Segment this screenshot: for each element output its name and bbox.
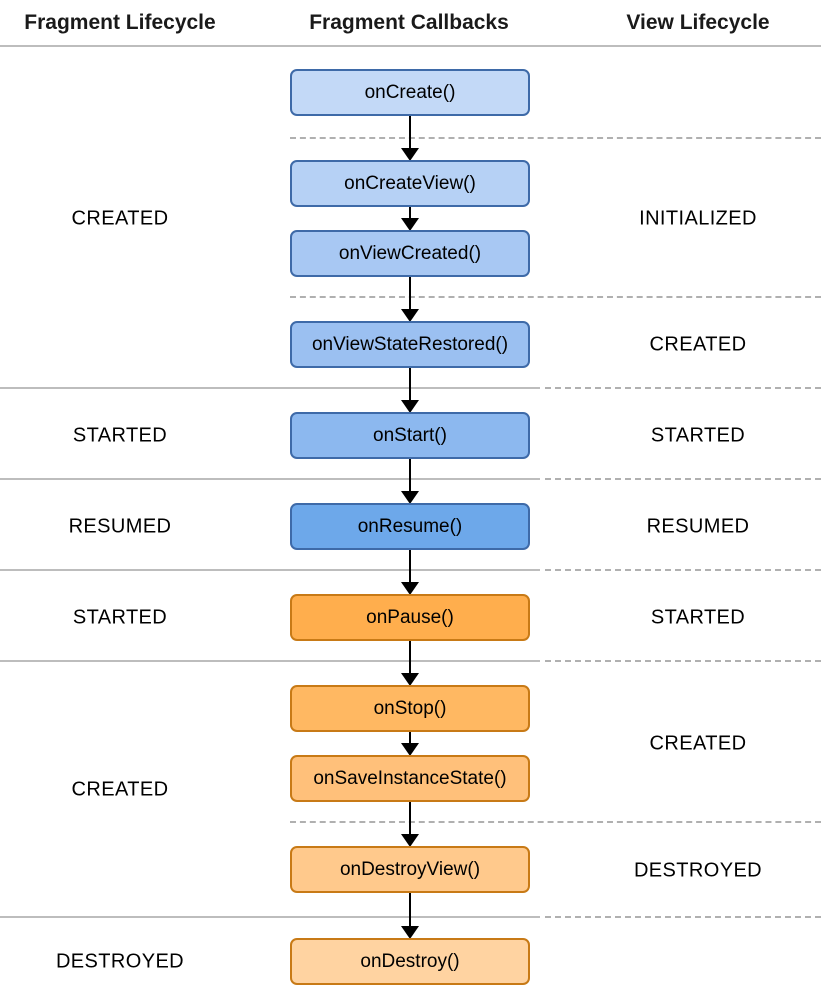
separator-solid — [0, 916, 540, 918]
flow-arrow-head — [401, 926, 419, 939]
separator-dashed — [290, 821, 821, 823]
separator-dashed — [545, 569, 821, 571]
callback-box[interactable]: onPause() — [290, 594, 530, 641]
flow-arrow-head — [401, 582, 419, 595]
view-state-label: STARTED — [650, 606, 746, 629]
fragment-state-label: STARTED — [72, 424, 168, 447]
view-state-label: DESTROYED — [633, 859, 763, 882]
callback-box[interactable]: onViewStateRestored() — [290, 321, 530, 368]
view-state-label: INITIALIZED — [639, 207, 757, 230]
column-header-fragment-lifecycle: Fragment Lifecycle — [24, 11, 216, 34]
callback-box[interactable]: onStop() — [290, 685, 530, 732]
separator-solid — [0, 660, 540, 662]
callback-box[interactable]: onCreate() — [290, 69, 530, 116]
callback-box[interactable]: onStart() — [290, 412, 530, 459]
column-header-view-lifecycle: View Lifecycle — [626, 11, 770, 34]
callback-box[interactable]: onViewCreated() — [290, 230, 530, 277]
view-state-label: RESUMED — [646, 515, 750, 538]
flow-arrow-line — [409, 368, 411, 401]
callback-box[interactable]: onDestroy() — [290, 938, 530, 985]
view-state-label: STARTED — [650, 424, 746, 447]
flow-arrow-head — [401, 491, 419, 504]
header-divider — [0, 45, 821, 47]
flow-arrow-head — [401, 834, 419, 847]
flow-arrow-line — [409, 893, 411, 927]
flow-arrow-line — [409, 459, 411, 492]
separator-dashed — [290, 137, 821, 139]
separator-solid — [0, 387, 540, 389]
column-header-fragment-callbacks: Fragment Callbacks — [309, 11, 509, 34]
flow-arrow-line — [409, 116, 411, 149]
callback-box[interactable]: onResume() — [290, 503, 530, 550]
flow-arrow-head — [401, 673, 419, 686]
separator-solid — [0, 478, 540, 480]
flow-arrow-line — [409, 802, 411, 835]
fragment-state-label: STARTED — [72, 606, 168, 629]
view-state-label: CREATED — [649, 333, 747, 356]
flow-arrow-head — [401, 309, 419, 322]
separator-dashed — [545, 387, 821, 389]
separator-solid — [0, 569, 540, 571]
flow-arrow-head — [401, 148, 419, 161]
fragment-state-label: RESUMED — [68, 515, 172, 538]
flow-arrow-head — [401, 400, 419, 413]
callback-box[interactable]: onCreateView() — [290, 160, 530, 207]
fragment-state-label: CREATED — [71, 207, 169, 230]
flow-arrow-head — [401, 218, 419, 231]
flow-arrow-line — [409, 277, 411, 310]
callback-box[interactable]: onSaveInstanceState() — [290, 755, 530, 802]
flow-arrow-head — [401, 743, 419, 756]
flow-arrow-line — [409, 732, 411, 744]
separator-dashed — [545, 916, 821, 918]
flow-arrow-line — [409, 207, 411, 219]
flow-arrow-line — [409, 641, 411, 674]
callback-box[interactable]: onDestroyView() — [290, 846, 530, 893]
flow-arrow-line — [409, 550, 411, 583]
separator-dashed — [545, 660, 821, 662]
separator-dashed — [290, 296, 821, 298]
separator-dashed — [545, 478, 821, 480]
fragment-state-label: DESTROYED — [55, 950, 185, 973]
fragment-state-label: CREATED — [71, 778, 169, 801]
view-state-label: CREATED — [649, 732, 747, 755]
